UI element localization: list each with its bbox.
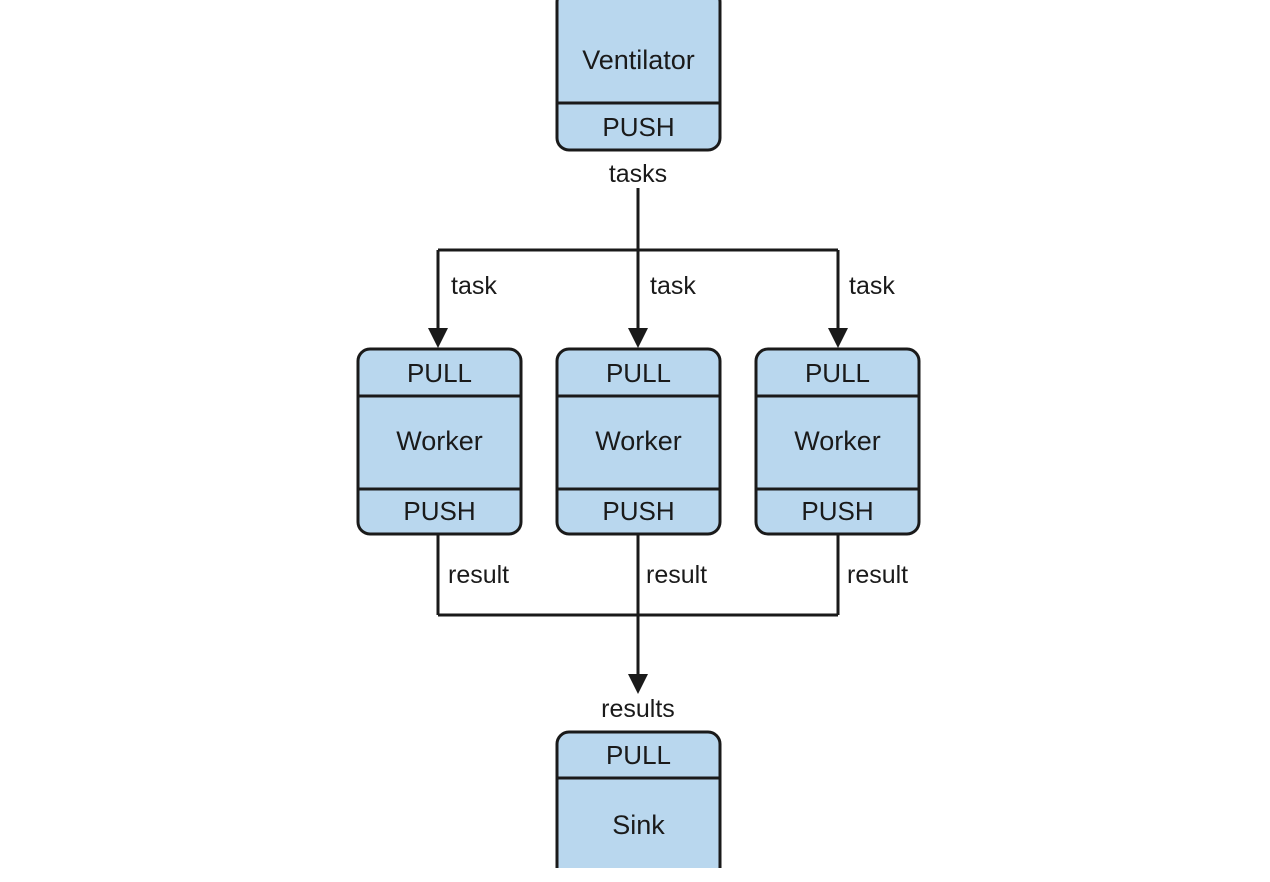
ventilator-name: Ventilator xyxy=(582,45,695,75)
results-label: results xyxy=(601,695,675,723)
ventilator-node: Ventilator PUSH xyxy=(555,0,722,152)
sink-pull-socket: PULL xyxy=(606,740,671,770)
ventilator-box xyxy=(555,0,722,152)
worker-pull-socket: PULL xyxy=(805,358,870,388)
worker-pull-socket: PULL xyxy=(407,358,472,388)
worker-push-socket: PUSH xyxy=(602,496,674,526)
task-arrowhead-3 xyxy=(828,328,848,348)
sink-node: PULL Sink xyxy=(555,730,722,868)
worker-push-socket: PUSH xyxy=(801,496,873,526)
task-label-3: task xyxy=(849,272,895,300)
worker-node-1: PULL Worker PUSH xyxy=(356,347,523,536)
result-label-1: result xyxy=(448,561,509,589)
result-label-2: result xyxy=(646,561,707,589)
results-arrowhead xyxy=(628,674,648,694)
worker-push-socket: PUSH xyxy=(403,496,475,526)
sink-box xyxy=(555,730,722,868)
task-label-2: task xyxy=(650,272,696,300)
ventilator-push-socket: PUSH xyxy=(602,112,674,142)
task-arrowhead-1 xyxy=(428,328,448,348)
worker-name: Worker xyxy=(595,426,682,456)
task-label-1: task xyxy=(451,272,497,300)
result-connectors: result result result results xyxy=(436,534,908,723)
worker-name: Worker xyxy=(396,426,483,456)
tasks-label: tasks xyxy=(609,160,667,188)
worker-pull-socket: PULL xyxy=(606,358,671,388)
worker-node-3: PULL Worker PUSH xyxy=(754,347,921,536)
task-arrowhead-2 xyxy=(628,328,648,348)
task-connectors: tasks task task task xyxy=(428,160,895,348)
worker-node-2: PULL Worker PUSH xyxy=(555,347,722,536)
sink-name: Sink xyxy=(612,810,665,840)
result-label-3: result xyxy=(847,561,908,589)
worker-name: Worker xyxy=(794,426,881,456)
